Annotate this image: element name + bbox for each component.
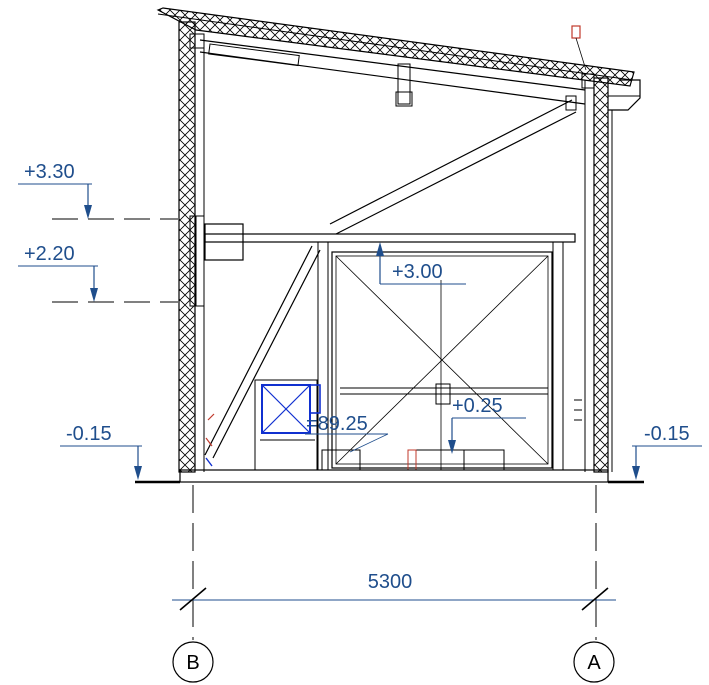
- level-label-8925: =89.25: [306, 413, 368, 435]
- level-marks: [18, 183, 702, 480]
- roof-beam: [189, 25, 595, 235]
- level-label-330: +3.30: [24, 161, 75, 183]
- level-label-220: +2.20: [24, 243, 75, 265]
- grid-label-b: B: [186, 652, 199, 674]
- gridline-a: [573, 485, 615, 683]
- floor-slab: [135, 399, 644, 484]
- foundation-blocks: [321, 449, 505, 471]
- left-wall: [178, 21, 205, 473]
- level-label-015-right: -0.15: [644, 423, 690, 445]
- level-label-300: +3.00: [392, 261, 443, 283]
- level-label-025: +0.25: [452, 395, 503, 417]
- dimension-label: 5300: [368, 571, 413, 593]
- equipment-frame: [331, 251, 553, 470]
- roof: [156, 7, 641, 111]
- small-equipment: [254, 379, 321, 471]
- grid-label-a: A: [587, 652, 601, 674]
- platform: [189, 215, 576, 307]
- right-wall: [584, 77, 613, 473]
- support-brace: [204, 245, 321, 467]
- dimension-line: [172, 587, 616, 611]
- level-label-015-left: -0.15: [66, 423, 112, 445]
- gridline-b: [172, 485, 214, 683]
